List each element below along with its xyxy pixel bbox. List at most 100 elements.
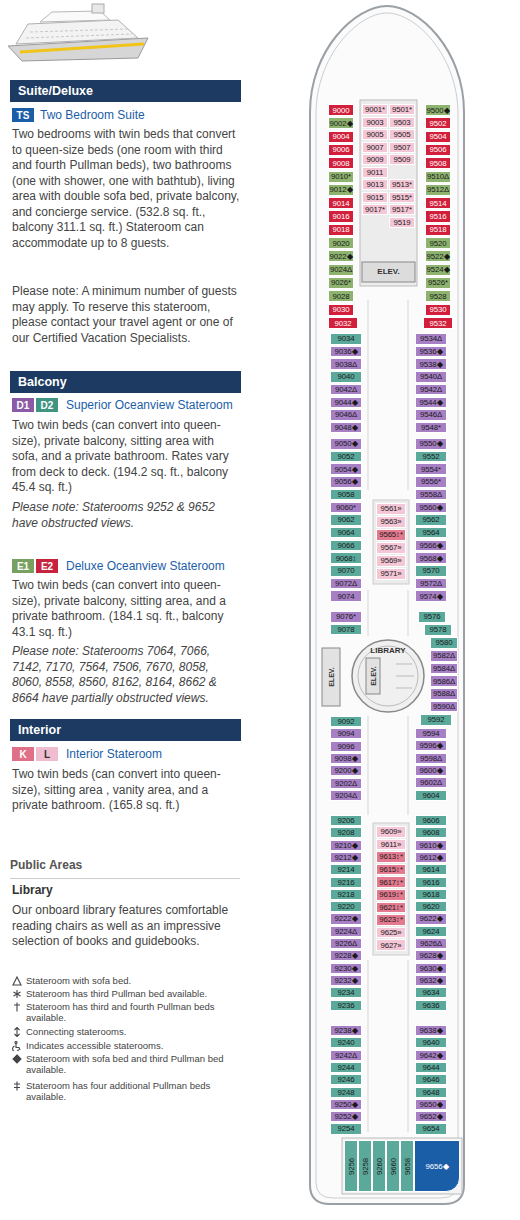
stateroom-number: 9624 xyxy=(423,927,440,936)
stateroom-number: 9206 xyxy=(338,816,355,825)
stateroom-number: 9532 xyxy=(430,319,447,328)
stateroom-number: 9068↕ xyxy=(336,554,357,563)
stateroom-box: 9256 xyxy=(344,1140,358,1192)
area-label: LIBRARY xyxy=(370,646,405,656)
stateroom-box: 9514 xyxy=(425,197,451,209)
stateroom-number: 9092 xyxy=(338,717,355,726)
stateroom-number: 9034 xyxy=(338,334,355,343)
stateroom-number: 9560◆ xyxy=(420,503,443,512)
legend-text: Stateroom with sofa bed. xyxy=(26,975,238,986)
stateroom-number: 9222◆ xyxy=(335,914,358,923)
stateroom-box: 9621↕* xyxy=(376,902,406,914)
stateroom-number: 9622◆ xyxy=(420,914,443,923)
stateroom-box: 9619↕* xyxy=(376,889,406,901)
stateroom-box: 9236 xyxy=(330,1000,362,1011)
stateroom-box: 9586Δ xyxy=(430,675,458,687)
stateroom-box: 9526* xyxy=(425,277,451,289)
stateroom-box: 9656◆ xyxy=(414,1140,460,1192)
stateroom-box: 9602Δ xyxy=(415,777,447,788)
stateroom-box: 9024Δ xyxy=(328,264,354,276)
stateroom-number: 9202Δ xyxy=(335,779,357,788)
legend-symbol xyxy=(12,1002,22,1012)
stateroom-number: 9026* xyxy=(331,278,351,287)
stateroom-number: 9236 xyxy=(338,1001,355,1010)
stateroom-box: 9206 xyxy=(330,815,362,826)
stateroom-number: 9214 xyxy=(338,865,355,874)
stateroom-number: 9250◆ xyxy=(335,1100,358,1109)
stateroom-box: 9244 xyxy=(330,1062,362,1073)
stateroom-number: 9636 xyxy=(423,1001,440,1010)
stateroom-number: 9584Δ xyxy=(433,664,455,673)
stateroom-box: 9565↕* xyxy=(376,529,406,541)
stateroom-number: 9028 xyxy=(333,292,350,301)
stateroom-box: 9596◆ xyxy=(415,740,447,751)
stateroom-number: 9078 xyxy=(338,625,355,634)
stateroom-number: 9004 xyxy=(333,132,350,141)
category-code: TS xyxy=(17,110,30,121)
stateroom-number: 9620 xyxy=(423,902,440,911)
stateroom-number: 9513* xyxy=(392,180,412,189)
stateroom-number: 9526* xyxy=(428,278,448,287)
stateroom-box: 9632◆ xyxy=(415,975,447,986)
stateroom-box: 9501* xyxy=(389,104,415,115)
stateroom-box: 9022◆ xyxy=(328,250,354,262)
legend-symbol xyxy=(12,1054,22,1064)
stateroom-box: 9660 xyxy=(386,1140,400,1192)
stateroom-number: 9646 xyxy=(423,1075,440,1084)
stateroom-number: 9572Δ xyxy=(420,579,442,588)
stateroom-box: 9506 xyxy=(425,144,451,156)
stateroom-number: 9514 xyxy=(430,199,447,208)
stateroom-number: 9074 xyxy=(338,592,355,601)
stateroom-number: 9530 xyxy=(430,305,447,314)
stateroom-box: 9000 xyxy=(328,104,354,116)
ship-illustration xyxy=(8,4,148,61)
stateroom-number: 9509 xyxy=(394,155,411,164)
stateroom-box: 9566◆ xyxy=(415,540,447,552)
stateroom-box: 9220 xyxy=(330,901,362,912)
stateroom-number: 9500◆ xyxy=(427,106,450,115)
stateroom-number: 9254 xyxy=(338,1124,355,1133)
stateroom-box: 9062 xyxy=(330,514,362,526)
stateroom-number: 9510Δ xyxy=(427,172,449,181)
description-text: Please note: Staterooms 7064, 7066, 7142… xyxy=(12,644,240,706)
stateroom-box: 9222◆ xyxy=(330,913,362,924)
category-name: Deluxe Oceanview Stateroom xyxy=(66,559,225,574)
stateroom-number: 9200◆ xyxy=(335,766,358,775)
stateroom-number: 9640 xyxy=(423,1038,440,1047)
stateroom-number: 9503 xyxy=(394,118,411,127)
stateroom-box: 9042Δ xyxy=(330,384,362,396)
stateroom-number: 9596◆ xyxy=(420,741,443,750)
stateroom-box: 9210◆ xyxy=(330,840,362,851)
stateroom-box: 9006 xyxy=(328,144,354,156)
stateroom-box: 9528 xyxy=(425,290,451,302)
stateroom-number: 9616 xyxy=(423,878,440,887)
stateroom-number: 9030 xyxy=(333,305,350,314)
legend-text: Stateroom has third and fourth Pullman b… xyxy=(26,1001,238,1023)
stateroom-box: 9611» xyxy=(376,839,406,851)
stateroom-box: 9513* xyxy=(389,179,415,190)
stateroom-box: 9076* xyxy=(330,611,362,623)
stateroom-number: 9238◆ xyxy=(335,1026,358,1035)
stateroom-number: 9032 xyxy=(335,319,352,328)
stateroom-box: 9517* xyxy=(389,204,415,215)
stateroom-box: 9510Δ xyxy=(425,171,451,183)
stateroom-number: 9618 xyxy=(423,890,440,899)
stateroom-number: 9000 xyxy=(333,106,350,115)
stateroom-box: 9624 xyxy=(415,926,447,937)
stateroom-number: 9576 xyxy=(424,612,441,621)
stateroom-box: 9238◆ xyxy=(330,1025,362,1036)
stateroom-box: 9620 xyxy=(415,901,447,912)
stateroom-box: 9011 xyxy=(362,167,388,178)
stateroom-box: 9003 xyxy=(362,117,388,128)
stateroom-number: 9005 xyxy=(367,130,384,139)
section-heading: Library xyxy=(12,883,240,899)
stateroom-box: 9232◆ xyxy=(330,975,362,986)
stateroom-number: 9002◆ xyxy=(330,119,353,128)
stateroom-box: 9009 xyxy=(362,154,388,165)
stateroom-box: 9050◆ xyxy=(330,438,362,450)
legend-symbol xyxy=(12,1081,22,1091)
legend-item: Connecting staterooms. xyxy=(12,1026,238,1037)
stateroom-number: 9011 xyxy=(367,168,383,177)
stateroom-box: 9530 xyxy=(425,304,451,316)
legend-text: Stateroom has third Pullman bed availabl… xyxy=(26,988,238,999)
